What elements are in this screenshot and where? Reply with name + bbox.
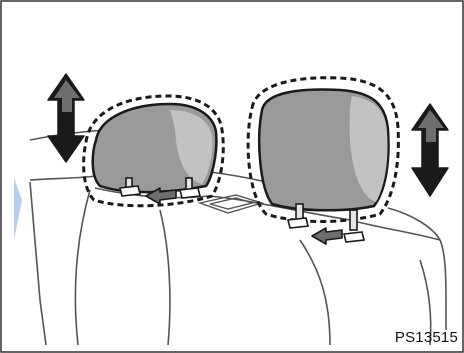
figure-code-label: PS13515 — [395, 329, 458, 346]
